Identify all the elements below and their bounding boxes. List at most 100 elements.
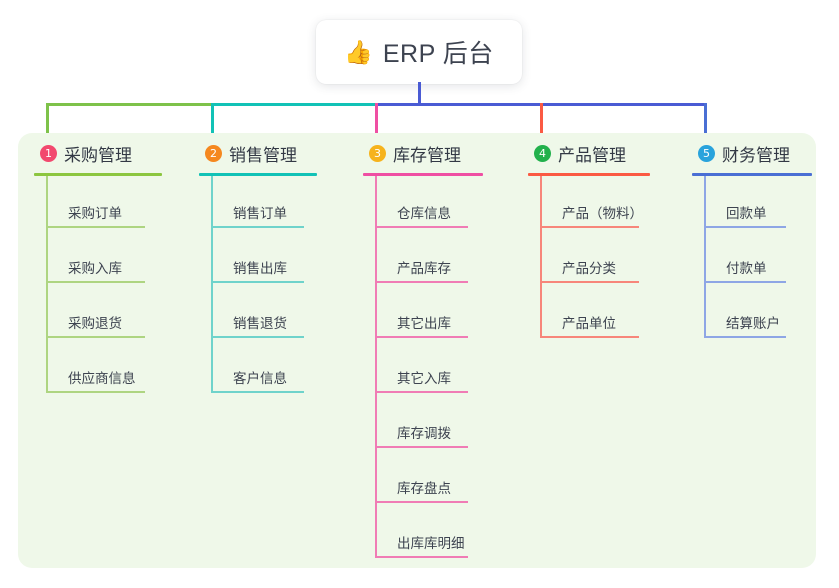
list-item[interactable]: 销售订单: [211, 198, 304, 228]
list-item-label: 采购订单: [68, 206, 122, 221]
list-item-rule: [375, 281, 468, 283]
list-item-rule: [375, 556, 468, 558]
column-header-rule-5: [692, 173, 812, 176]
column-badge-3: 3: [369, 144, 386, 162]
column-title-3: 库存管理: [393, 145, 461, 165]
list-item-label: 销售订单: [233, 206, 287, 221]
bus-drop-3: [375, 103, 378, 140]
list-item-rule: [46, 391, 145, 393]
list-item-rule: [540, 336, 639, 338]
column-badge-4: 4: [534, 144, 551, 162]
list-item-label: 结算账户: [726, 316, 780, 331]
list-item-label: 库存调拨: [397, 426, 451, 441]
column-2: 2 销售管理销售订单销售出库销售退货客户信息: [199, 140, 317, 393]
column-header-rule-2: [199, 173, 317, 176]
column-header-rule-3: [363, 173, 483, 176]
list-item-rule: [540, 281, 639, 283]
list-item[interactable]: 客户信息: [211, 363, 304, 393]
list-item-label: 供应商信息: [68, 371, 136, 386]
list-item-label: 付款单: [726, 261, 767, 276]
column-4: 4 产品管理产品（物料） 产品分类产品单位: [528, 140, 650, 338]
list-item[interactable]: 付款单: [704, 253, 786, 283]
list-item-rule: [704, 226, 786, 228]
column-spine-4: [540, 176, 542, 338]
column-title-4: 产品管理: [558, 145, 626, 165]
list-item-label: 产品（物料）: [562, 206, 643, 221]
column-title-5: 财务管理: [722, 145, 790, 165]
column-header-1[interactable]: 1 采购管理: [34, 140, 132, 166]
list-item[interactable]: 回款单: [704, 198, 786, 228]
list-item-label: 库存盘点: [397, 481, 451, 496]
list-item-label: 产品单位: [562, 316, 616, 331]
column-header-rule-1: [34, 173, 162, 176]
list-item-rule: [540, 226, 639, 228]
list-item-rule: [704, 281, 786, 283]
list-item[interactable]: 供应商信息: [46, 363, 145, 393]
list-item-rule: [46, 226, 145, 228]
list-item-label: 销售退货: [233, 316, 287, 331]
column-badge-2: 2: [205, 144, 222, 162]
column-spine-3: [375, 176, 377, 558]
thumbs-up-icon: 👍: [344, 38, 373, 65]
list-item-rule: [211, 391, 304, 393]
list-item-label: 出库库明细: [397, 536, 465, 551]
column-badge-1: 1: [40, 144, 57, 162]
root-node-label: ERP 后台: [382, 40, 494, 68]
list-item-label: 采购退货: [68, 316, 122, 331]
list-item-label: 其它入库: [397, 371, 451, 386]
list-item-label: 产品库存: [397, 261, 451, 276]
list-item[interactable]: 出库库明细: [375, 528, 468, 558]
list-item-rule: [375, 446, 468, 448]
column-badge-5: 5: [698, 144, 715, 162]
root-trunk-line: [418, 82, 421, 106]
column-spine-5: [704, 176, 706, 338]
column-1: 1 采购管理采购订单采购入库采购退货供应商信息: [34, 140, 162, 393]
column-spine-1: [46, 176, 48, 393]
list-item-rule: [375, 226, 468, 228]
bus-drop-4: [540, 103, 543, 140]
bus-segment-teal: [211, 103, 375, 106]
column-header-3[interactable]: 3 库存管理: [363, 140, 461, 166]
column-header-5[interactable]: 5 财务管理: [692, 140, 790, 166]
list-item-label: 仓库信息: [397, 206, 451, 221]
list-item[interactable]: 产品（物料）: [540, 198, 643, 228]
list-item-rule: [375, 501, 468, 503]
column-header-rule-4: [528, 173, 650, 176]
column-title-2: 销售管理: [229, 145, 297, 165]
column-header-4[interactable]: 4 产品管理: [528, 140, 626, 166]
list-item-rule: [211, 336, 304, 338]
list-item-label: 采购入库: [68, 261, 122, 276]
list-item-rule: [704, 336, 786, 338]
list-item-rule: [211, 226, 304, 228]
bus-drop-2: [211, 103, 214, 140]
list-item[interactable]: 其它出库: [375, 308, 468, 338]
list-item-rule: [46, 336, 145, 338]
list-item[interactable]: 产品分类: [540, 253, 639, 283]
column-spine-2: [211, 176, 213, 393]
list-item[interactable]: 销售退货: [211, 308, 304, 338]
list-item[interactable]: 库存调拨: [375, 418, 468, 448]
bus-drop-1: [46, 103, 49, 140]
list-item-label: 产品分类: [562, 261, 616, 276]
list-item[interactable]: 采购退货: [46, 308, 145, 338]
list-item-label: 销售出库: [233, 261, 287, 276]
list-item[interactable]: 结算账户: [704, 308, 786, 338]
list-item-rule: [375, 336, 468, 338]
list-item[interactable]: 其它入库: [375, 363, 468, 393]
column-5: 5 财务管理回款单付款单结算账户: [692, 140, 812, 338]
list-item-label: 其它出库: [397, 316, 451, 331]
list-item-label: 客户信息: [233, 371, 287, 386]
list-item[interactable]: 销售出库: [211, 253, 304, 283]
list-item[interactable]: 采购订单: [46, 198, 145, 228]
list-item[interactable]: 产品库存: [375, 253, 468, 283]
list-item-label: 回款单: [726, 206, 767, 221]
column-header-2[interactable]: 2 销售管理: [199, 140, 297, 166]
list-item[interactable]: 产品单位: [540, 308, 639, 338]
diagram-panel: [18, 133, 816, 568]
list-item[interactable]: 采购入库: [46, 253, 145, 283]
list-item[interactable]: 库存盘点: [375, 473, 468, 503]
bus-segment-green: [46, 103, 211, 106]
list-item[interactable]: 仓库信息: [375, 198, 468, 228]
root-node-card[interactable]: 👍 ERP 后台: [316, 20, 522, 84]
column-title-1: 采购管理: [64, 145, 132, 165]
